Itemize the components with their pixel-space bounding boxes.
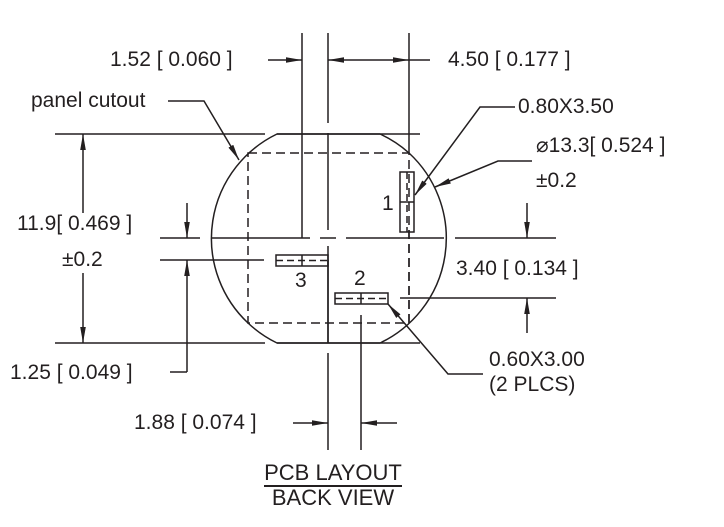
dim-top-right: 4.50 [ 0.177 ] xyxy=(448,48,571,71)
callout-pin23-qty: (2 PLCS) xyxy=(489,373,576,396)
dim-height-tol: ±0.2 xyxy=(62,248,103,271)
dim-bottom: 1.88 [ 0.074 ] xyxy=(134,411,257,434)
callout-panel-cutout: panel cutout xyxy=(31,89,146,112)
pin-2-label: 2 xyxy=(354,267,366,290)
dim-pin3-offset: 1.25 [ 0.049 ] xyxy=(10,361,133,384)
dim-pin-spacing: 3.40 [ 0.134 ] xyxy=(456,257,579,280)
dim-top-left: 1.52 [ 0.060 ] xyxy=(110,48,233,71)
callout-pin1-slot-size: 0.80X3.50 xyxy=(518,95,614,118)
pin-3-label: 3 xyxy=(295,269,307,292)
dim-height: 11.9[ 0.469 ] xyxy=(17,212,133,235)
pin-1-label: 1 xyxy=(382,192,394,215)
callout-diameter: ⌀13.3[ 0.524 ] xyxy=(536,134,666,157)
drawing-title: PCB LAYOUT BACK VIEW xyxy=(255,462,411,509)
callout-diameter-tol: ±0.2 xyxy=(536,169,577,192)
title-line-1: PCB LAYOUT xyxy=(264,460,402,487)
callout-pin23-slot-size: 0.60X3.00 xyxy=(489,348,585,371)
title-line-2: BACK VIEW xyxy=(271,485,395,510)
